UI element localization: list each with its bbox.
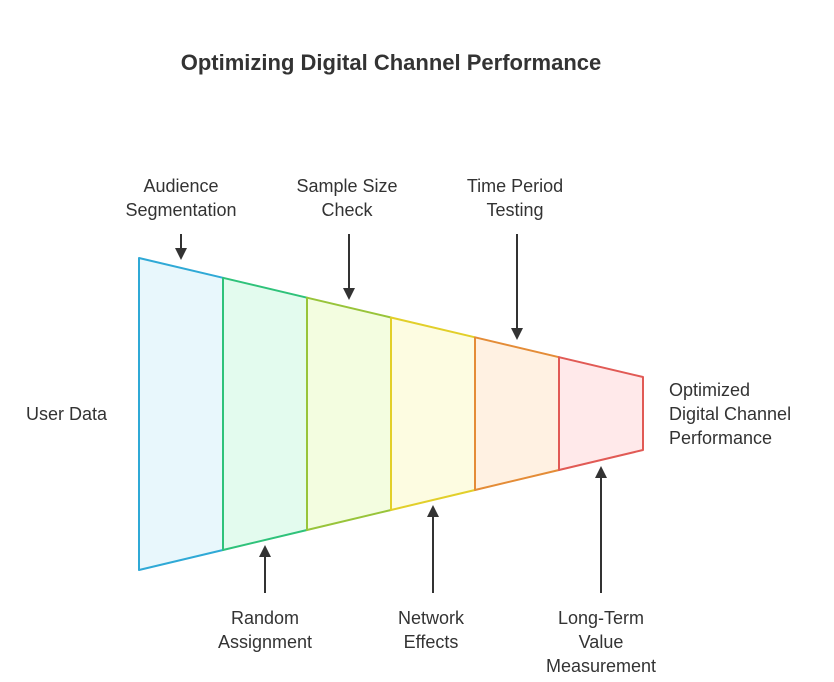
stage-label-random-assignment: Random Assignment xyxy=(217,608,313,652)
stage-label-audience-segmentation: Audience Segmentation xyxy=(125,176,237,220)
stage-label-long-term-value-measurement: Long-Term Value Measurement xyxy=(545,608,657,676)
stage-label-sample-size-check: Sample Size Check xyxy=(296,176,398,220)
funnel-segments xyxy=(138,257,644,571)
stage-label-time-period-testing: Time Period Testing xyxy=(466,176,564,220)
funnel-segment-network-effects xyxy=(390,316,476,511)
output-label: Optimized Digital Channel Performance xyxy=(669,380,792,448)
stage-arrows xyxy=(175,234,607,593)
funnel-segment-sample-size-check xyxy=(306,296,392,531)
diagram-title: Optimizing Digital Channel Performance xyxy=(180,50,602,75)
input-label: User Data xyxy=(26,404,108,424)
funnel-segment-random-assignment xyxy=(222,276,308,551)
stage-label-network-effects: Network Effects xyxy=(397,608,464,652)
funnel-segment-long-term-value-measurement xyxy=(558,356,644,471)
funnel-segment-audience-segmentation xyxy=(138,257,224,571)
funnel-segment-time-period-testing xyxy=(474,336,560,491)
